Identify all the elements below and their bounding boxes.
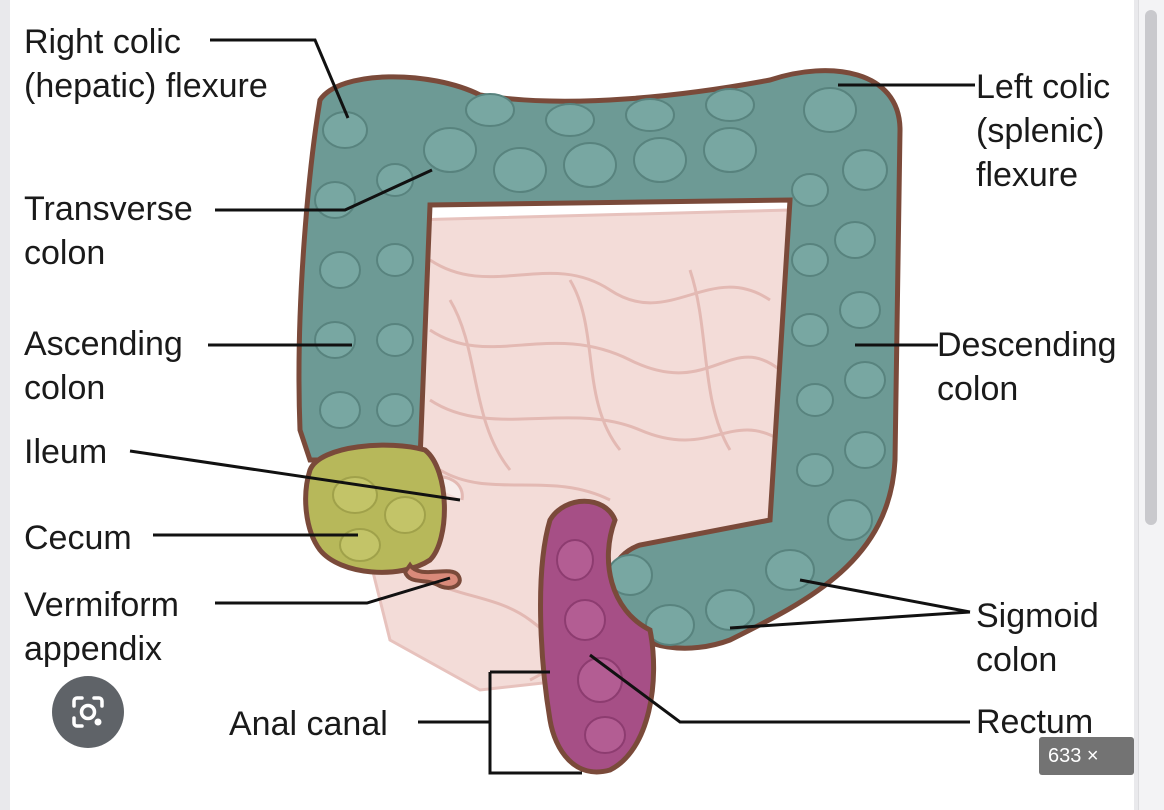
large-intestine-diagram: Right colic (hepatic) flexure Transverse…: [24, 23, 1117, 775]
camera-search-icon: [72, 696, 104, 728]
label-cecum: Cecum: [24, 519, 132, 557]
label-ascending-line2: colon: [24, 369, 105, 407]
colon: [296, 68, 903, 651]
label-rectum: Rectum: [976, 703, 1093, 741]
scrollbar-thumb[interactable]: [1145, 10, 1157, 525]
cecum: [303, 442, 447, 575]
label-ascending-line1: Ascending: [24, 325, 183, 363]
label-left-colic-line3: flexure: [976, 156, 1078, 194]
image-viewer: Right colic (hepatic) flexure Transverse…: [10, 0, 1134, 810]
label-right-colic-line1: Right colic: [24, 23, 181, 61]
label-transverse-line2: colon: [24, 234, 105, 272]
visual-search-button[interactable]: [52, 676, 124, 748]
label-sigmoid-line1: Sigmoid: [976, 597, 1099, 635]
leader-lines: [129, 38, 975, 775]
label-sigmoid-line2: colon: [976, 641, 1057, 679]
image-size-badge: 633 × 427: [1039, 737, 1134, 805]
vertical-scrollbar[interactable]: [1138, 0, 1164, 810]
label-anal-canal: Anal canal: [229, 705, 388, 743]
label-appendix-line1: Vermiform: [24, 586, 179, 624]
label-transverse-line1: Transverse: [24, 190, 193, 228]
label-descending-line1: Descending: [937, 326, 1117, 364]
label-descending-line2: colon: [937, 370, 1018, 408]
label-left-colic-line1: Left colic: [976, 68, 1110, 106]
appendix: [402, 561, 462, 590]
label-ileum: Ileum: [24, 433, 107, 471]
label-right-colic-line2: (hepatic) flexure: [24, 67, 268, 105]
label-appendix-line2: appendix: [24, 630, 162, 668]
label-left-colic-line2: (splenic): [976, 112, 1104, 150]
